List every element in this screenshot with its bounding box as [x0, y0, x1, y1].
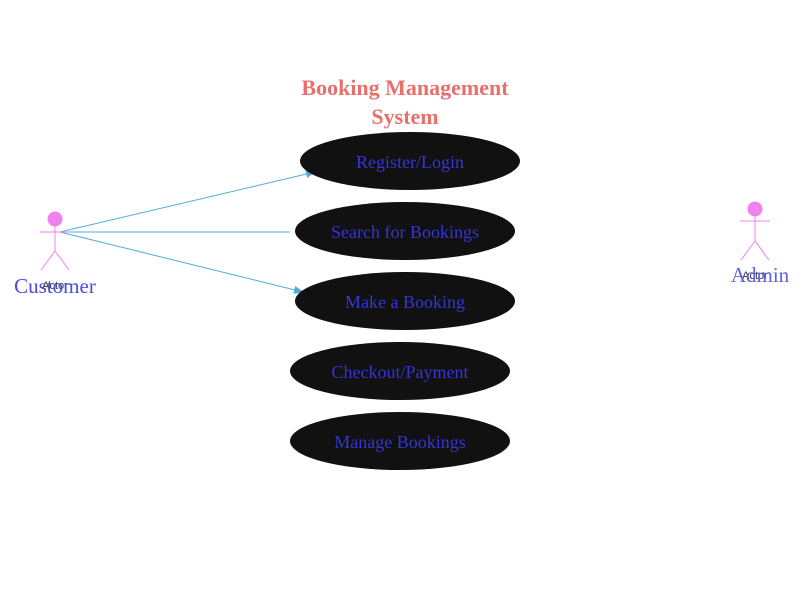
actor-admin-figure: [740, 201, 770, 261]
association-customer-make-a-booking: [59, 231, 304, 294]
actor-admin-stereotype: Actor: [742, 270, 768, 282]
use-case-search-for-bookings[interactable]: Search for Bookings: [295, 202, 515, 260]
use-case-ellipse: [300, 132, 520, 190]
use-case-register-login[interactable]: Register/Login: [300, 132, 520, 190]
use-case-ellipse: [290, 412, 510, 470]
use-case-label: Search for Bookings: [331, 222, 479, 242]
use-case-label: Checkout/Payment: [332, 362, 469, 382]
use-case-manage-bookings[interactable]: Manage Bookings: [290, 412, 510, 470]
use-case-ellipse: [295, 202, 515, 260]
use-case-label: Make a Booking: [345, 292, 465, 312]
diagram-title-line-2: System: [371, 104, 438, 129]
diagram-title-line-1: Booking Management: [301, 75, 509, 100]
use-case-ellipse: [295, 272, 515, 330]
actor-admin-name: Admin: [731, 263, 790, 287]
association-customer-register-login: [59, 170, 316, 233]
use-case-ellipse: [290, 342, 510, 400]
use-case-label: Register/Login: [356, 152, 464, 172]
use-case-checkout-payment[interactable]: Checkout/Payment: [290, 342, 510, 400]
use-case-label: Manage Bookings: [334, 432, 465, 452]
actor-customer-stereotype: Actor: [42, 280, 68, 292]
actor-customer-name: Customer: [14, 274, 96, 298]
use-case-make-a-booking[interactable]: Make a Booking: [295, 272, 515, 330]
actor-customer[interactable]: Actor Customer: [14, 211, 96, 298]
actor-admin[interactable]: Actor Admin: [731, 201, 790, 287]
actor-customer-figure: [40, 211, 70, 271]
